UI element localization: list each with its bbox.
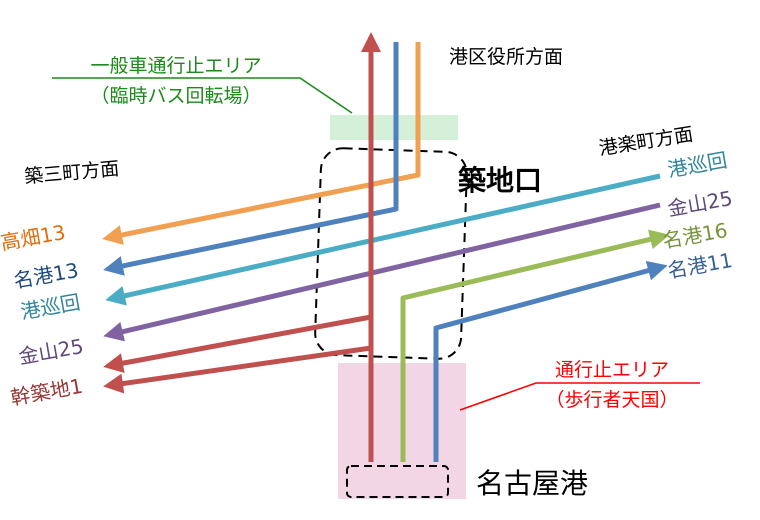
route-line-meiko11 (433, 260, 668, 462)
route-line-takabata13 (102, 42, 421, 245)
no-traffic-area-subtitle: （歩行者天国） (545, 389, 678, 411)
no-traffic-area-title: 通行止エリア (555, 359, 669, 381)
label-takabata13: 高畑13 (0, 220, 67, 255)
label-meiko16: 名港16 (661, 218, 730, 253)
no-vehicle-area-title: 一般車通行止エリア (90, 55, 261, 77)
route-line-kanchikuchi1-b (103, 345, 374, 462)
ward-office-direction-label: 港区役所方面 (449, 46, 563, 68)
label-kanayama25-left: 金山25 (17, 334, 86, 369)
kourakucho-direction-label: 港楽町方面 (597, 123, 694, 160)
nagoyako-label: 名古屋港 (476, 467, 588, 500)
route-line-kanayama25-out (103, 202, 661, 342)
route-line-meiko13 (103, 42, 399, 276)
label-minatojunkai-right: 港巡回 (666, 148, 729, 182)
chikuchiguchi-label: 築地口 (457, 164, 542, 197)
label-minatojunkai-left: 港巡回 (19, 290, 82, 324)
label-kanayama25-right: 金山25 (666, 186, 735, 221)
route-line-minatojunkai-out (105, 173, 661, 306)
label-meiko11: 名港11 (666, 248, 735, 283)
route-line-meiko16 (400, 229, 670, 462)
label-meiko13: 名港13 (12, 258, 81, 293)
nagoyako-terminal-box (346, 465, 449, 498)
chikusan-direction-label: 築三町方面 (24, 158, 121, 188)
label-kanchikuchi1: 幹築地1 (9, 374, 85, 410)
no-vehicle-area-subtitle: （臨時バス回転場） (90, 85, 261, 107)
green-callout-line (52, 77, 353, 114)
red-callout-line (459, 382, 700, 411)
route-line-kanchikuchi1-a (103, 314, 374, 462)
